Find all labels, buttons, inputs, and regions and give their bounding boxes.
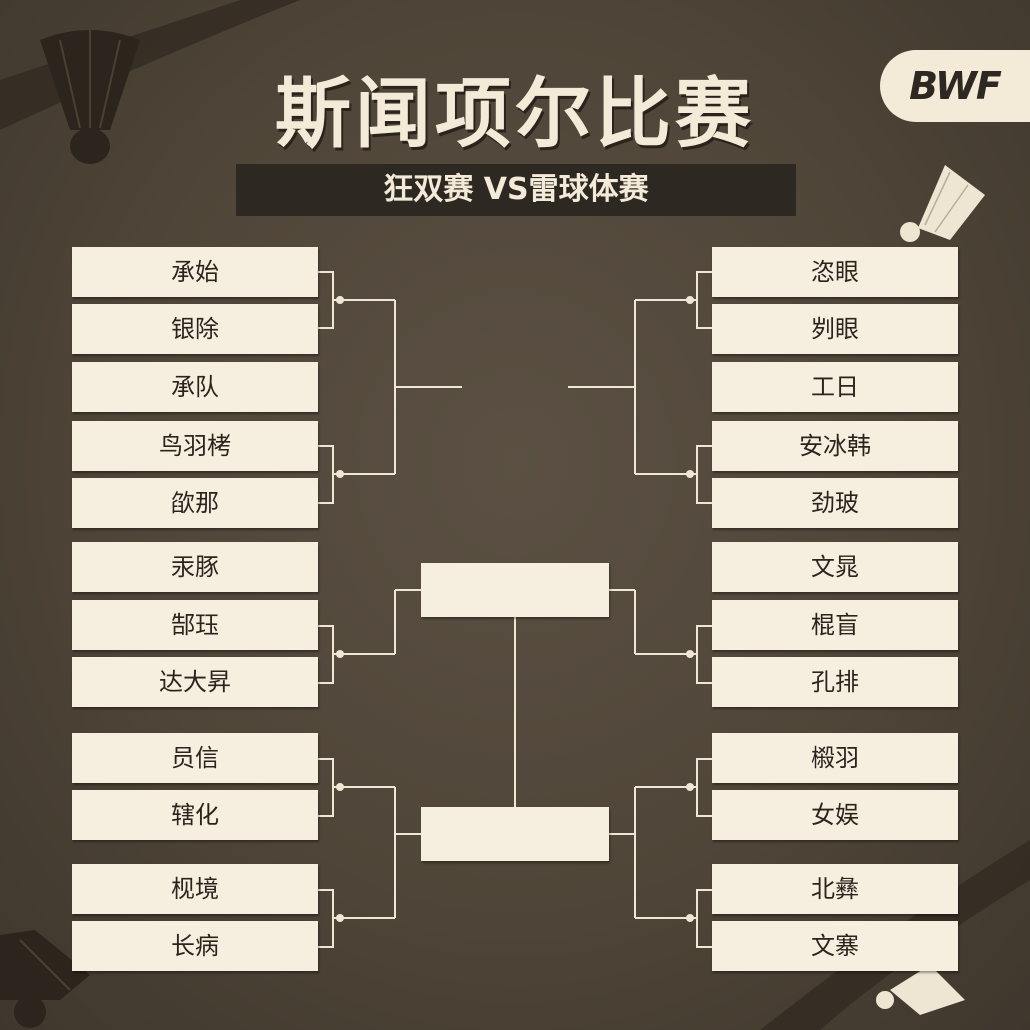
player-box: 辖化 (72, 790, 318, 840)
player-box: 安冰韩 (712, 421, 958, 471)
player-box: 达大昇 (72, 657, 318, 707)
player-box: 郜珏 (72, 600, 318, 650)
player-box: 榝羽 (712, 733, 958, 783)
player-box: 棍盲 (712, 600, 958, 650)
subtitle-banner: 狂双赛 VS雷球体赛 (236, 164, 796, 216)
player-box: 女娱 (712, 790, 958, 840)
player-box: 文晁 (712, 542, 958, 592)
final-slot-bottom (421, 807, 609, 861)
player-box: 孔排 (712, 657, 958, 707)
player-box: 银除 (72, 304, 318, 354)
final-slot-top (421, 563, 609, 617)
player-box: 承队 (72, 362, 318, 412)
player-box: 劲玻 (712, 478, 958, 528)
player-box: 欿那 (72, 478, 318, 528)
player-box: 刿眼 (712, 304, 958, 354)
player-box: 长病 (72, 921, 318, 971)
player-box: 汞豚 (72, 542, 318, 592)
player-box: 北彝 (712, 864, 958, 914)
player-box: 承始 (72, 247, 318, 297)
page-title: 斯闻项尔比赛 (275, 69, 755, 158)
player-box: 鸟羽栲 (72, 421, 318, 471)
player-box: 文寨 (712, 921, 958, 971)
player-box: 工日 (712, 362, 958, 412)
player-box: 员信 (72, 733, 318, 783)
player-box: 枧境 (72, 864, 318, 914)
bwf-logo: BWF (880, 50, 1030, 122)
player-box: 恣眼 (712, 247, 958, 297)
